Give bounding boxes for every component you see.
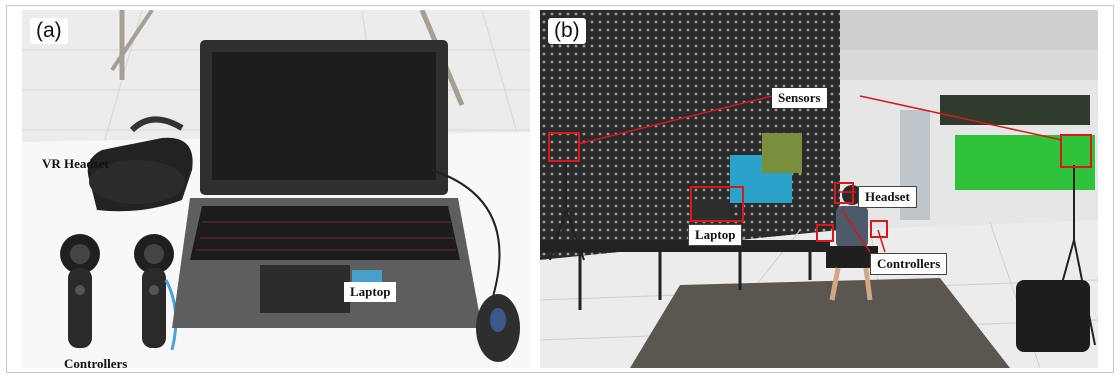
panel-b-scene bbox=[540, 10, 1098, 368]
panel-b-photo: (b) Sensors Headset Laptop Controllers bbox=[540, 10, 1098, 368]
controller-left-highlight bbox=[816, 224, 834, 242]
vr-headset bbox=[87, 116, 193, 212]
headset-highlight bbox=[834, 182, 854, 204]
sensor-left-highlight bbox=[548, 132, 580, 162]
controller-right-highlight bbox=[870, 220, 888, 238]
vr-controller-left bbox=[60, 234, 100, 348]
label-headset: Headset bbox=[858, 186, 917, 208]
sensor-tripod-left bbox=[549, 160, 585, 261]
label-vr-headset: VR Headset bbox=[42, 156, 109, 171]
laptop-highlight bbox=[690, 186, 744, 222]
label-laptop: Laptop bbox=[344, 282, 397, 302]
laptop bbox=[172, 40, 482, 328]
label-sensors: Sensors bbox=[772, 88, 827, 108]
panel-b-letter: (b) bbox=[548, 18, 586, 44]
panel-a-photo: (a) VR Headset Controllers Laptop bbox=[22, 10, 530, 368]
computer-mouse bbox=[476, 294, 520, 362]
ottoman bbox=[1016, 280, 1090, 352]
label-laptop-b: Laptop bbox=[688, 224, 743, 246]
label-controllers: Controllers bbox=[64, 356, 128, 368]
label-controllers-b: Controllers bbox=[870, 253, 948, 275]
sensor-right-highlight bbox=[1060, 134, 1092, 168]
panel-a-scene bbox=[22, 10, 530, 368]
vr-controller-right bbox=[134, 234, 178, 351]
panel-a-letter: (a) bbox=[30, 18, 68, 44]
